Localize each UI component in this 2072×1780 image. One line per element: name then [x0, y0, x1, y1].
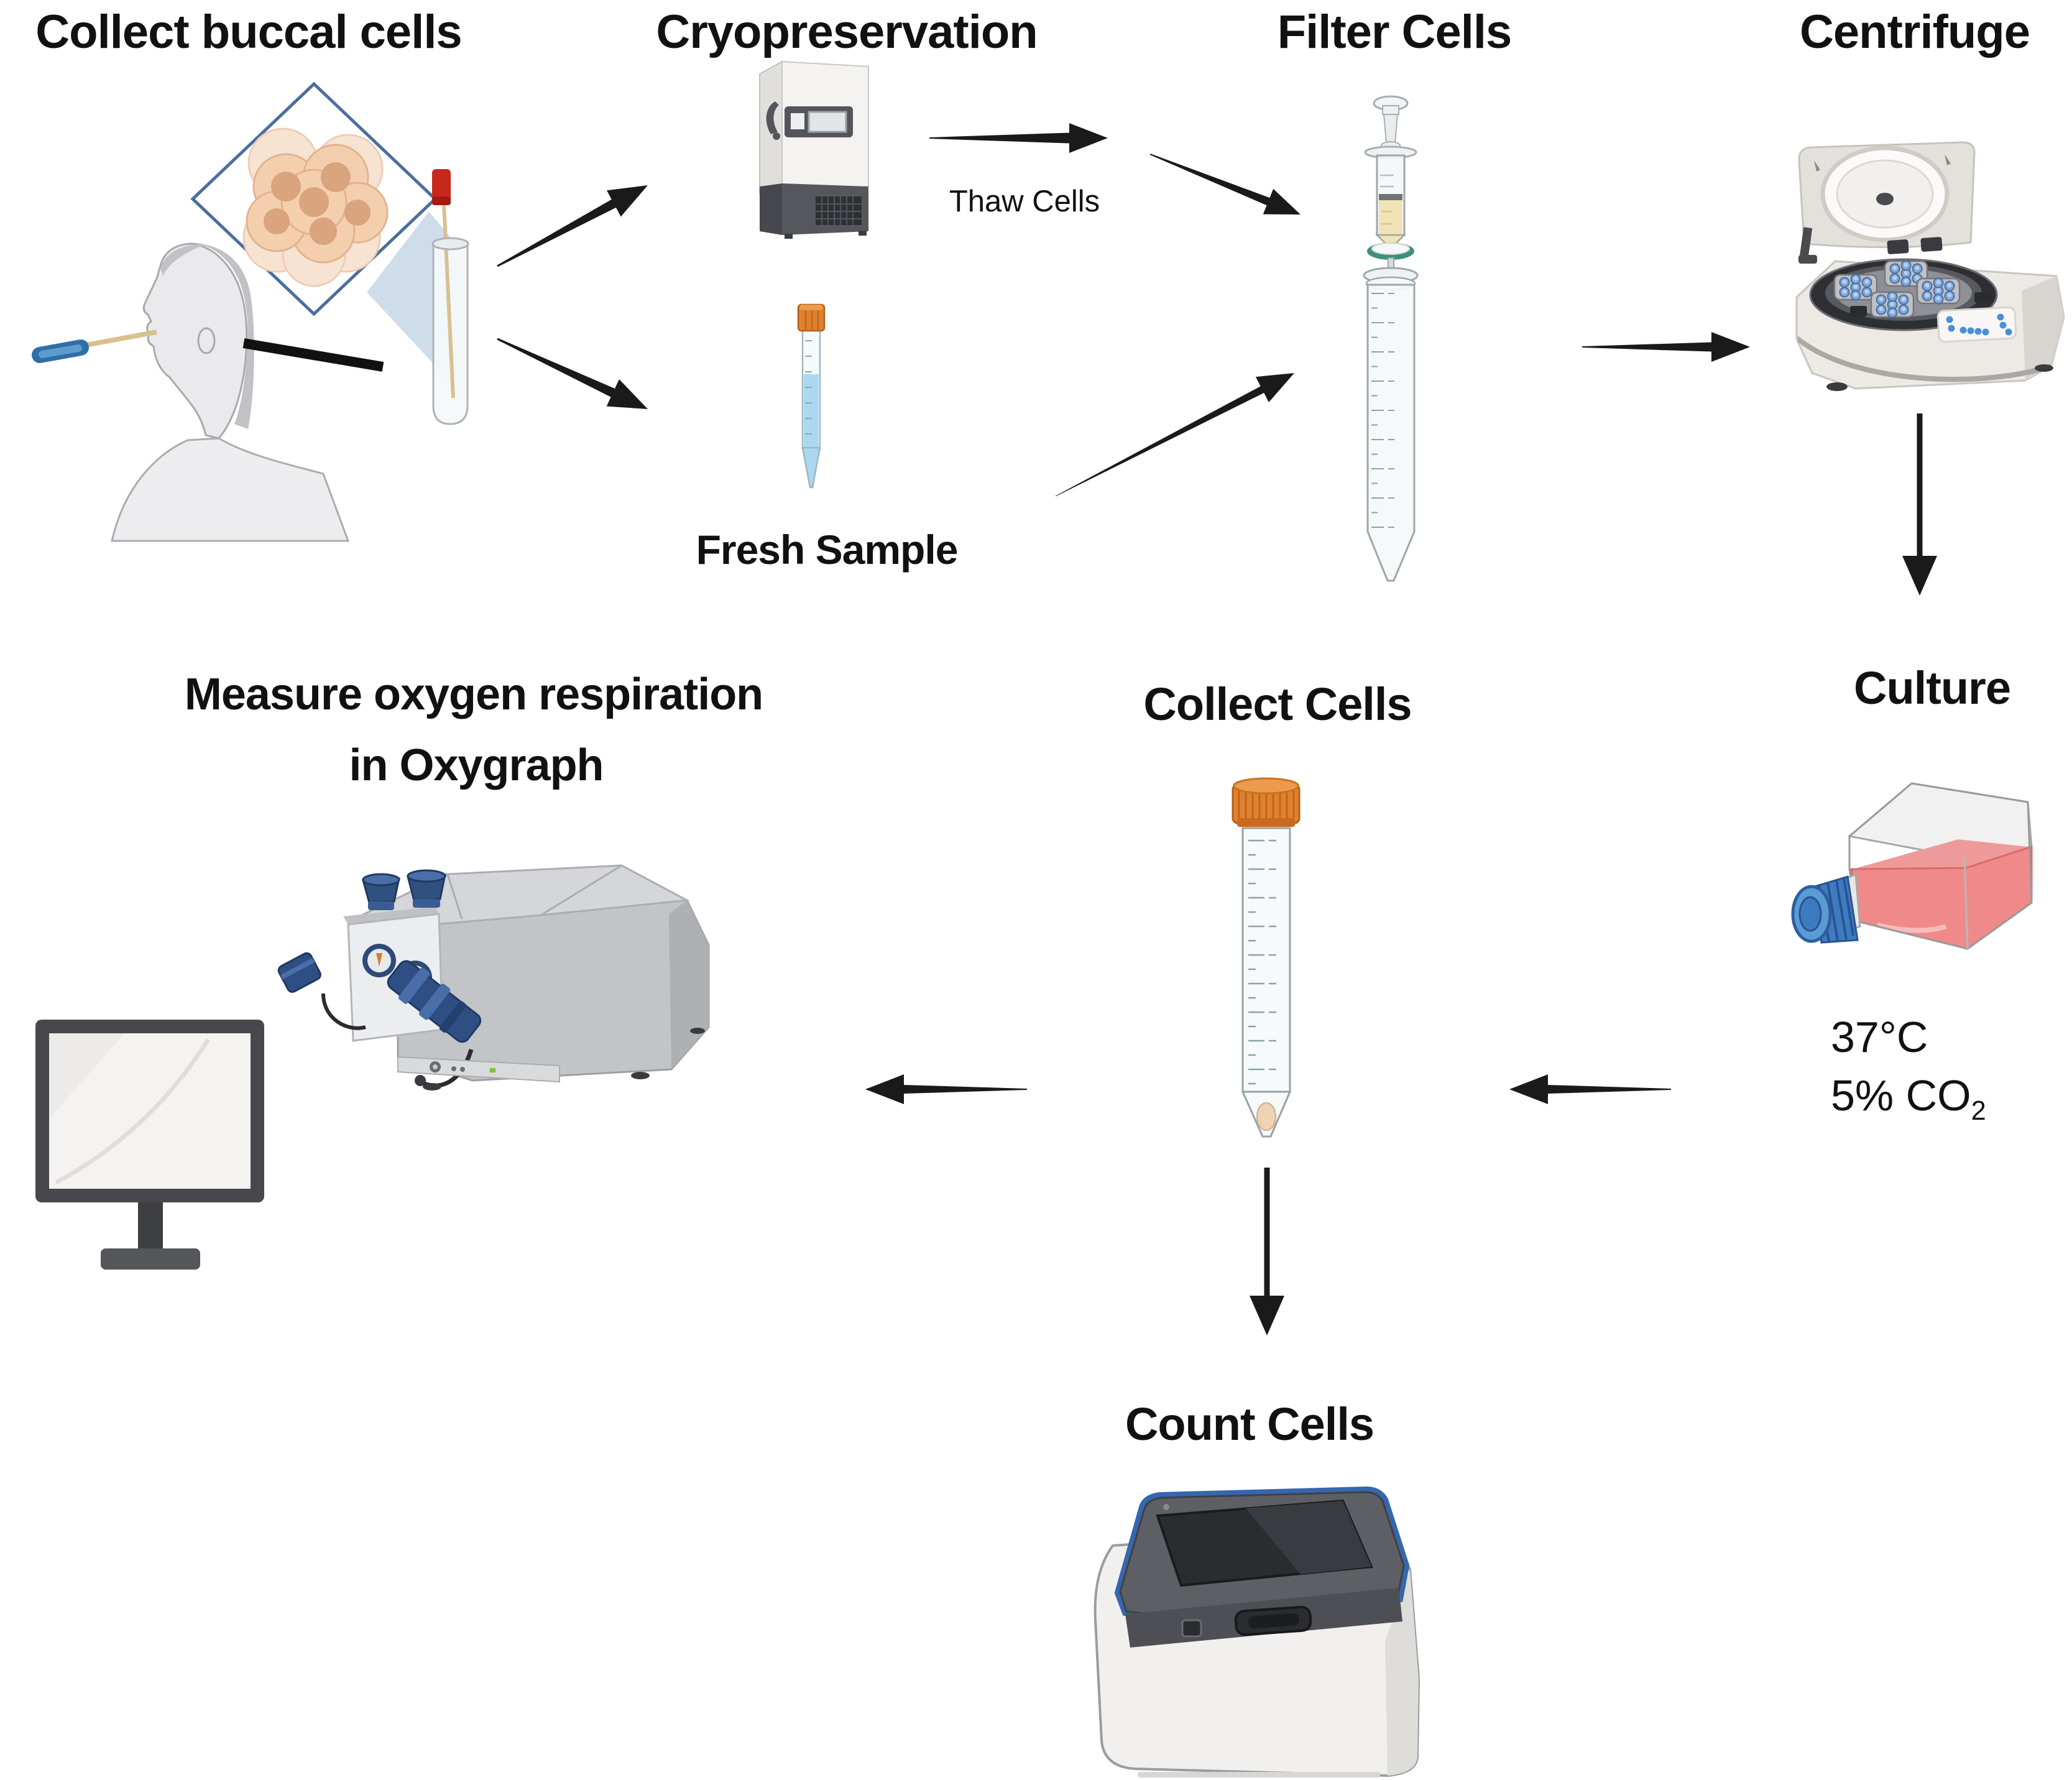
- arrow-swab-to-cryopreservation: [497, 185, 648, 267]
- freezer-handle: [766, 101, 779, 134]
- rotor-buckets: [1833, 260, 1961, 318]
- power-led: [490, 1068, 495, 1072]
- monitor-base: [101, 1248, 200, 1270]
- step-title-count-cells: Count Cells: [1125, 1398, 1374, 1450]
- hose-connector: [387, 960, 482, 1043]
- arrow-swab-to-fresh-sample: [497, 338, 648, 409]
- step-title-measure-line1: Measure oxygen respiration: [184, 670, 763, 719]
- control-panel: [1936, 306, 2017, 343]
- syringe-liquid: [1379, 200, 1402, 234]
- step-title-collect-cells: Collect Cells: [1143, 678, 1412, 730]
- swab-stick: [441, 190, 455, 399]
- person-swab-icon: [32, 242, 350, 542]
- lid-latch: [1799, 227, 1813, 258]
- arrow-thaw-to-syringe: [1149, 154, 1301, 214]
- step-title-centrifuge: Centrifuge: [1800, 6, 2030, 58]
- sample-liquid: [804, 374, 819, 448]
- monitor-stand: [138, 1202, 163, 1250]
- cell-pellet: [1256, 1102, 1277, 1132]
- step-title-cryopreservation: Cryopreservation: [656, 6, 1038, 58]
- centrifuge-icon: [1795, 141, 2065, 391]
- arrow-fresh-to-filter: [1055, 373, 1294, 497]
- arrow-collect-to-oxygraph: [865, 1074, 1027, 1104]
- computer-monitor-icon: [35, 1020, 264, 1270]
- counter-blue-trim: [1114, 1486, 1410, 1626]
- arrow-centrifuge-to-culture: [1902, 413, 1937, 596]
- step-title-collect-buccal: Collect buccal cells: [35, 6, 462, 58]
- oxygraph-icon: [277, 864, 710, 1091]
- swab-tube-icon: [431, 169, 469, 425]
- pointer-line: [242, 338, 384, 372]
- fresh-sample-tube-icon: [797, 303, 826, 489]
- step-title-culture: Culture: [1854, 662, 2011, 714]
- step-title-filter-cells: Filter Cells: [1277, 6, 1513, 58]
- label-fresh-sample: Fresh Sample: [696, 527, 959, 573]
- syringe-filter-icon: [1363, 95, 1419, 582]
- conical-tube: [1366, 284, 1416, 582]
- step-title-measure-line2: in Oxygraph: [349, 740, 604, 790]
- chamber-stoppers: [362, 869, 446, 910]
- swab-red-cap: [432, 169, 451, 205]
- arrow-culture-to-collect: [1509, 1074, 1671, 1104]
- counter-button: [1181, 1619, 1202, 1638]
- collect-tube-icon: [1232, 777, 1301, 1138]
- label-temperature: 37°C: [1831, 1013, 1928, 1061]
- label-thaw-cells: Thaw Cells: [949, 185, 1100, 218]
- culture-flask-icon: [1791, 782, 2033, 950]
- buccal-cells: [242, 127, 389, 287]
- left-connector: [277, 952, 321, 993]
- tube-body: [1241, 827, 1291, 1093]
- arrow-collect-to-count: [1250, 1168, 1284, 1335]
- arrow-cryo-to-filter: [929, 123, 1108, 153]
- arrow-filter-to-centrifuge: [1582, 332, 1750, 362]
- flow-arrows: [497, 123, 1937, 1335]
- ult-freezer-icon: [759, 60, 869, 239]
- label-co2: 5% CO2: [1831, 1071, 1986, 1126]
- cell-counter-icon: [1094, 1486, 1420, 1778]
